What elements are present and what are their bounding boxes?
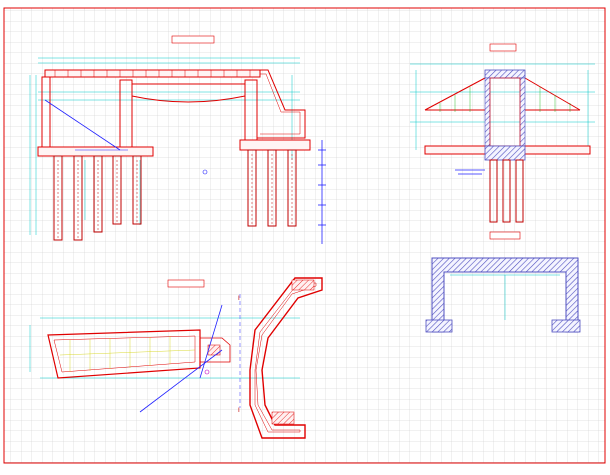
frame-section-view bbox=[425, 231, 581, 333]
section-mark-bottom: I bbox=[238, 407, 240, 414]
plan-view: I I bbox=[29, 277, 323, 439]
cross-section-piles bbox=[489, 159, 524, 223]
section-mark-top: I bbox=[238, 295, 240, 302]
sheet-border bbox=[3, 7, 606, 464]
wing-wall-outline bbox=[249, 277, 323, 439]
pile-group-left bbox=[53, 155, 142, 241]
cross-section-view bbox=[410, 43, 595, 223]
pile-group-right bbox=[247, 149, 297, 227]
elevation-view bbox=[29, 35, 326, 244]
